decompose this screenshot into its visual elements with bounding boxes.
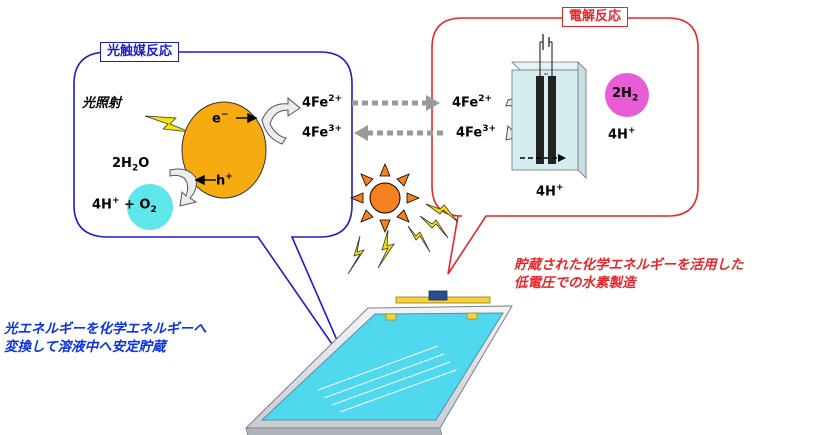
electrolysis-title: 電解反応 [562,7,629,27]
bolt-icon [419,215,449,239]
charge-arrows [194,112,258,186]
water-label: 2H2O [112,156,150,174]
bolt-icon [425,203,459,223]
electron-label: e− [212,110,229,127]
oxygen-bubble [127,184,173,230]
curved-arrow-icon [169,168,198,207]
light-ray-icons [144,115,459,275]
bolt-icon [407,225,431,253]
sun-icon [349,162,421,234]
photocatalysis-products-label: 4H+ + O2 [92,196,157,215]
bolt-icon [377,229,395,269]
mediator-fe2-label: 4Fe2+ [302,94,343,111]
bolt-icon [347,235,365,275]
redox-transfer-arrows [352,95,443,141]
proton-right-label: 4H+ [608,126,636,143]
mediator-fe3-label: 4Fe3+ [302,124,343,141]
photocatalysis-caption: 光エネルギーを化学エネルギーへ 変換して溶液中へ安定貯蔵 [4,320,207,356]
electrolysis-fe2-label: 4Fe2+ [452,94,493,111]
electrolysis-fe3-label: 4Fe3+ [456,124,497,141]
photocatalysis-bubble [73,51,353,371]
electrolysis-caption: 貯蔵された化学エネルギーを活用した 低電圧での水素製造 [514,256,744,292]
electrolysis-cell [511,34,587,179]
hydrogen-label: 2H2 [612,86,639,104]
curved-arrow-icon [261,96,301,145]
photocatalysis-caption-line2: 変換して溶液中へ安定貯蔵 [4,339,166,355]
light-irradiation-label: 光照射 [82,96,122,111]
hole-label: h+ [216,172,233,189]
photocatalyst-panel [244,290,513,435]
hydrogen-bubble [605,73,649,117]
catalyst-particle [181,101,267,199]
photocatalysis-caption-line1: 光エネルギーを化学エネルギーへ [4,321,207,337]
electrolysis-caption-line2: 低電圧での水素製造 [514,275,636,291]
proton-bottom-label: 4H+ [536,183,564,200]
electrolysis-caption-line1: 貯蔵された化学エネルギーを活用した [514,257,744,273]
photocatalysis-title: 光触媒反応 [100,42,180,62]
